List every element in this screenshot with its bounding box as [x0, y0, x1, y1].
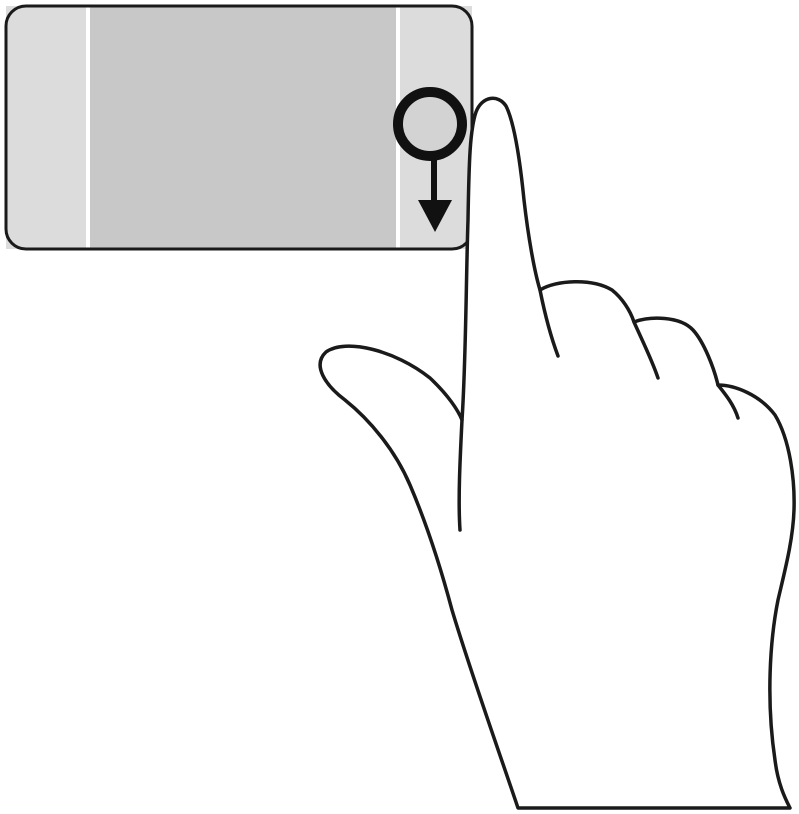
touchpad-zone-left: [6, 6, 88, 249]
touchpad-zone-center: [88, 6, 398, 249]
touch-point-icon: [398, 92, 462, 156]
